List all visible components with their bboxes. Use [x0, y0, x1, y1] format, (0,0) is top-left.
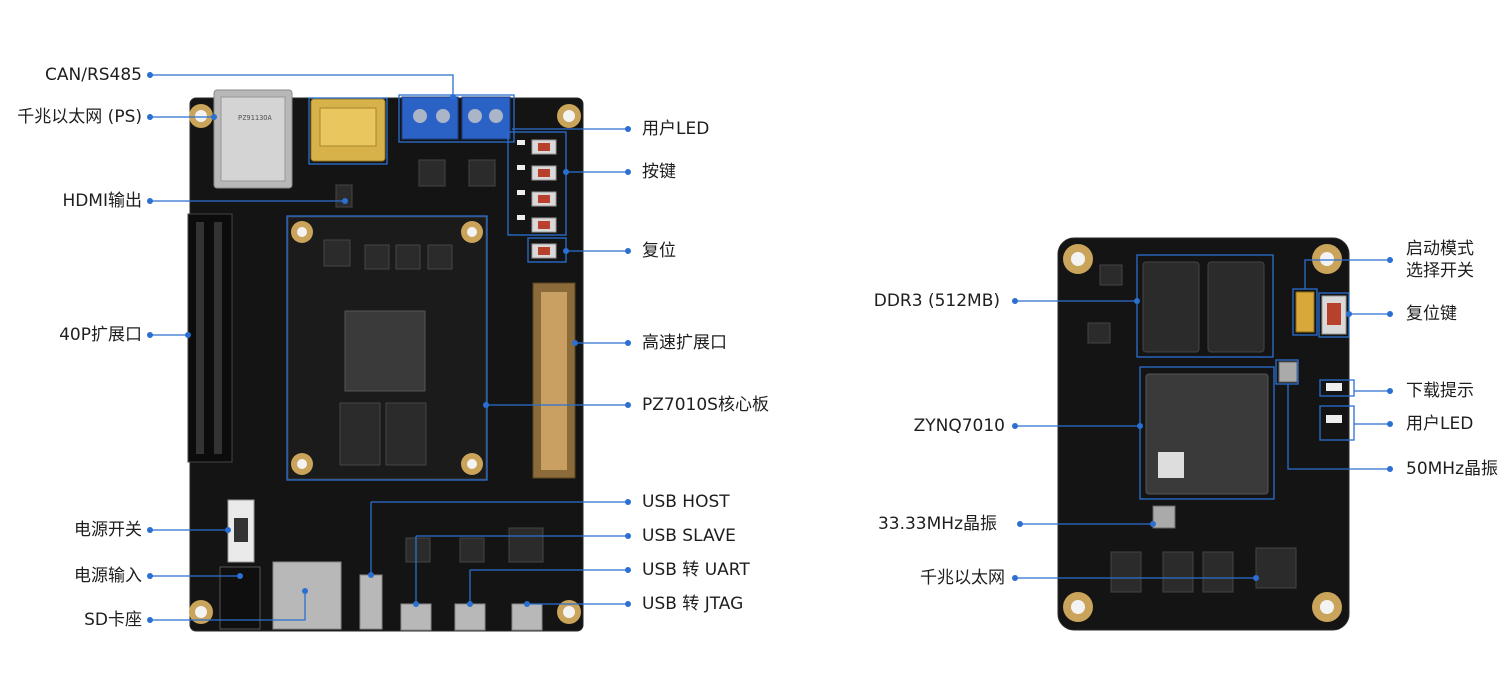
label-power-switch: 电源开关	[74, 520, 142, 540]
label-usb-host: USB HOST	[642, 492, 730, 512]
label-gigabit-ethernet: 千兆以太网	[920, 568, 1005, 588]
ethernet-phy	[1255, 547, 1297, 589]
label-usb-slave: USB SLAVE	[642, 526, 736, 546]
label-download-indicator: 下载提示	[1406, 381, 1474, 401]
usb-host-port	[359, 574, 383, 630]
label-reset-key: 复位键	[1406, 304, 1457, 324]
sd-slot	[272, 561, 342, 630]
label-xtal-33mhz: 33.33MHz晶振	[877, 514, 997, 534]
label-usb-uart: USB 转 UART	[642, 560, 750, 580]
right-callouts	[1012, 254, 1393, 581]
label-sd-slot: SD卡座	[84, 610, 142, 630]
label-high-speed-expansion: 高速扩展口	[642, 333, 727, 353]
usb-slave-port	[400, 603, 432, 631]
label-user-led: 用户LED	[642, 119, 710, 139]
label-usb-jtag: USB 转 JTAG	[642, 594, 744, 614]
left-callouts-right	[286, 126, 631, 607]
ddr3-chip-2	[1207, 261, 1265, 353]
label-ddr3: DDR3 (512MB)	[873, 291, 1000, 311]
label-reset: 复位	[642, 241, 676, 261]
xtal-50mhz	[1278, 361, 1298, 383]
svg-text:PZ9113OA: PZ9113OA	[238, 114, 273, 122]
usb-uart-port	[454, 603, 486, 631]
label-core-board: PZ7010S核心板	[642, 395, 769, 415]
boot-switch	[1295, 291, 1315, 333]
label-boot-mode-switch: 启动模式 选择开关	[1406, 239, 1474, 281]
label-power-input: 电源输入	[74, 566, 142, 586]
label-user-led-core: 用户LED	[1406, 414, 1474, 434]
core-board	[1057, 237, 1350, 631]
label-gigabit-ethernet-ps: 千兆以太网 (PS)	[17, 107, 142, 127]
label-can-rs485: CAN/RS485	[45, 65, 142, 85]
ddr3-chip-1	[1142, 261, 1200, 353]
label-xtal-50mhz: 50MHz晶振	[1406, 459, 1499, 479]
usb-jtag-port	[511, 603, 543, 631]
label-zynq7010: ZYNQ7010	[913, 416, 1005, 436]
label-40p-expansion: 40P扩展口	[59, 325, 142, 345]
left-callouts-left	[147, 72, 515, 623]
label-hdmi-output: HDMI输出	[62, 191, 142, 211]
carrier-board: PZ9113OA	[187, 89, 584, 632]
xtal-33mhz	[1152, 505, 1176, 529]
header-40p	[187, 213, 233, 463]
label-keys: 按键	[642, 162, 676, 182]
